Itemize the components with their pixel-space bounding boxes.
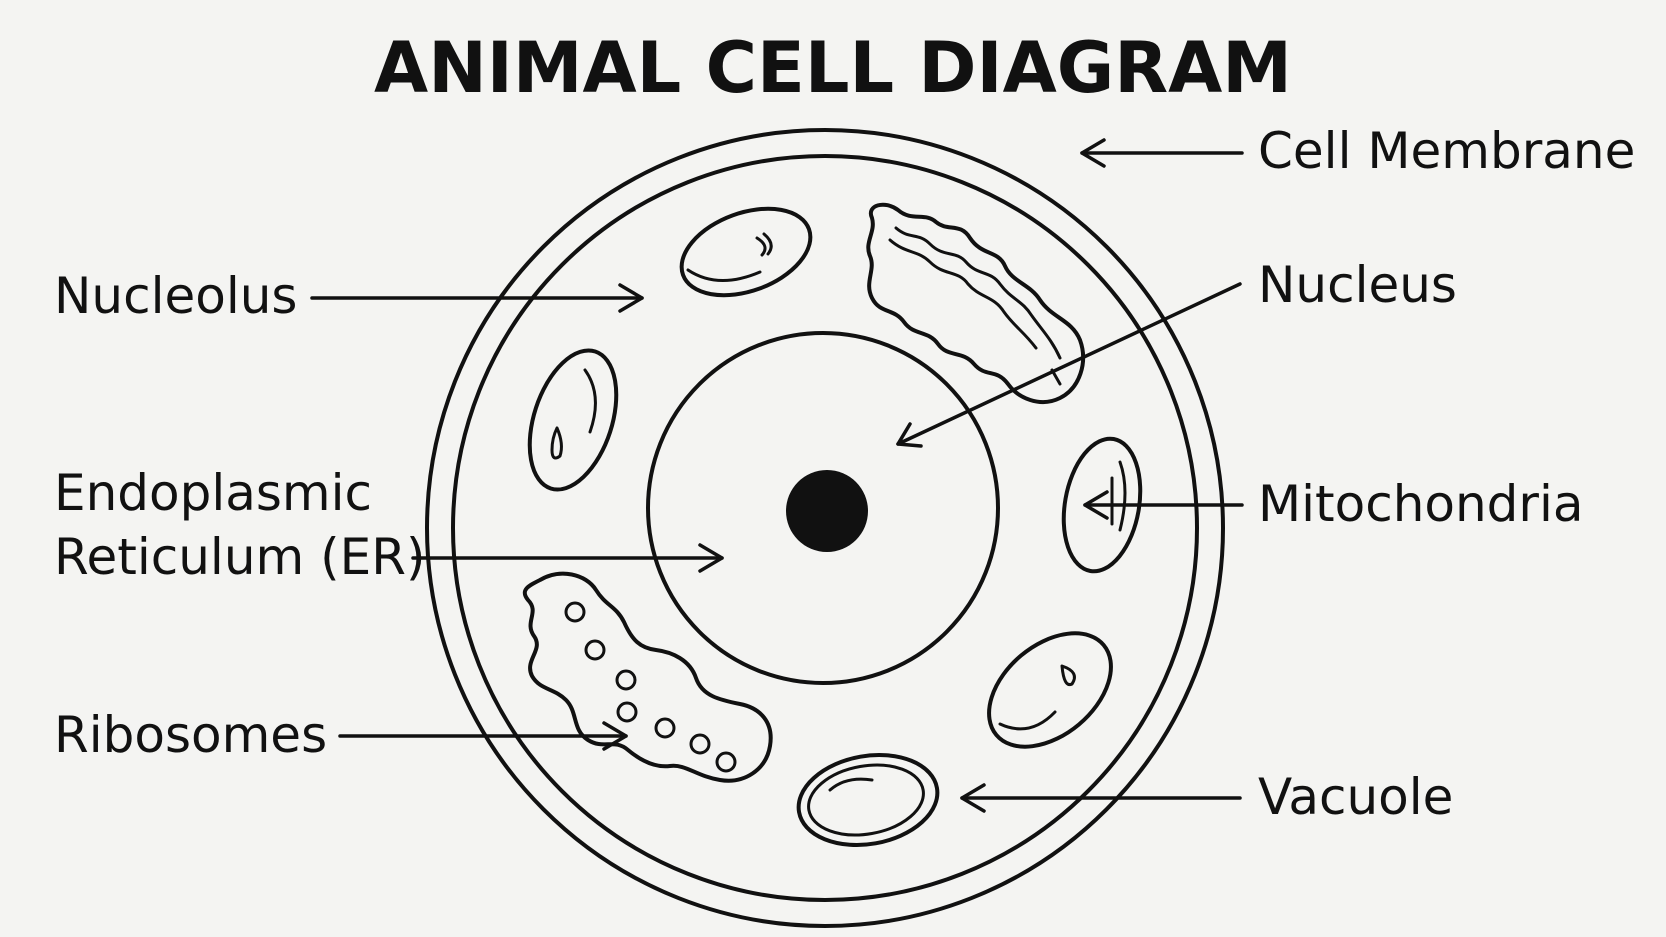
endoplasmic-reticulum-rough (522, 571, 773, 783)
label-er-line2: Reticulum (ER) (54, 528, 425, 586)
arrow-nucleolus (310, 283, 644, 313)
organelle-top-wavy (866, 202, 1086, 404)
arrow-mitochondria (1083, 490, 1244, 520)
ribosome-dot (615, 669, 637, 691)
mitochondria (1061, 436, 1143, 574)
ribosome-dot (564, 601, 586, 623)
ribosome-dot (584, 639, 606, 661)
label-nucleolus: Nucleolus (54, 267, 297, 325)
arrow-vacuole (960, 783, 1242, 813)
nucleolus-dot (786, 470, 868, 552)
ribosome-dot (689, 733, 711, 755)
organelle-left-oval (527, 348, 619, 492)
label-er-line1: Endoplasmic (54, 464, 372, 522)
label-cell-membrane: Cell Membrane (1258, 122, 1635, 180)
ribosome-dot (715, 751, 737, 773)
ribosome-dot (654, 717, 676, 739)
ribosome-dot (616, 701, 638, 723)
arrow-er (411, 543, 724, 573)
arrow-nucleus (896, 282, 1242, 448)
nucleus (646, 331, 1000, 685)
label-vacuole: Vacuole (1258, 768, 1453, 826)
organelle-lower-right-oval (987, 631, 1113, 749)
arrow-ribosomes (338, 721, 628, 751)
diagram-title: ANIMAL CELL DIAGRAM (374, 27, 1292, 109)
label-ribosomes: Ribosomes (54, 706, 327, 764)
organelle-top-left-oval (679, 206, 813, 298)
vacuole (796, 752, 940, 848)
arrow-cell-membrane (1080, 138, 1244, 168)
cell-membrane (425, 128, 1225, 928)
label-nucleus: Nucleus (1258, 256, 1457, 314)
label-mitochondria: Mitochondria (1258, 475, 1584, 533)
